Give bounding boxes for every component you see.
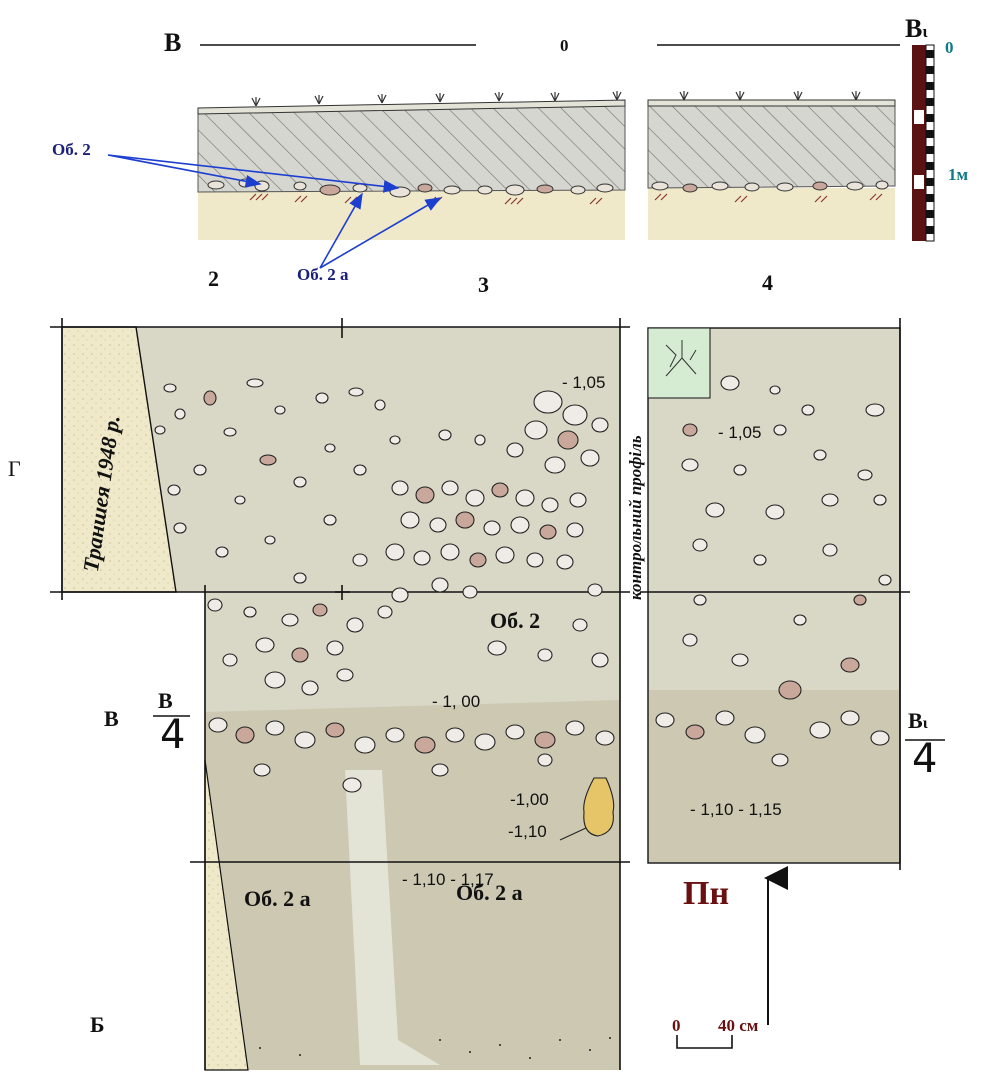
control-sketch-lines [665,340,697,377]
section-right-label: Вι [905,14,928,43]
ob2-section-label: Об. 2 [52,140,91,159]
ob2a-left-label: Об. 2 а [244,886,311,911]
scale-bar-zero: 0 [672,1016,681,1035]
profile-left-numerator: В [158,688,173,713]
plan-lower-band [205,700,620,1070]
section-stones [207,178,889,198]
control-sketch [647,327,711,399]
profile-left-denominator: 4 [160,712,186,758]
row-g-label: Г [8,456,21,481]
elevation-105-b: - 1,05 [718,423,762,442]
square4-lower-band [649,690,899,862]
hatched-layer-right [647,103,896,189]
turf-right [647,99,896,107]
elevation-110-vessel: -1,10 [508,822,547,841]
control-profile-label: контрольний профіль [626,435,645,600]
section-profile [107,44,935,269]
ob2-plan-label: Об. 2 [490,608,541,633]
profile-right-numerator: Вι [908,708,928,733]
square-3-label: 3 [478,272,489,297]
row-b-label: Б [90,1012,105,1037]
plan-scale-bar [676,1035,733,1049]
vertical-scale-bar [912,44,935,242]
sterile-layer-right [648,188,895,240]
vessel-find [559,777,615,841]
plan-light-stripe [345,770,440,1065]
scale-zero-label: 0 [945,38,954,57]
elevation-110-117: - 1,10 - 1,17 [402,870,494,889]
north-label: Пн [683,875,730,912]
elevation-105-a: - 1,05 [562,373,606,392]
plan-stones [154,375,892,793]
ob2a-section-label: Об. 2 а [297,265,349,284]
row-v-label: В [104,706,119,731]
profile-right-denominator: 4 [912,736,938,782]
scale-bar-label: 40 см [718,1016,759,1035]
ob2a-arrows [319,192,442,269]
ob2a-right-label: Об. 2 а [456,880,523,905]
grass-marks [251,91,861,107]
section-zero-label: 0 [560,36,569,55]
elevation-100: - 1, 00 [432,692,481,711]
elevation-100-vessel: -1,00 [510,790,549,809]
hatched-layer-left [197,103,626,193]
plan-dots [259,1037,611,1059]
elevation-110-115: - 1,10 - 1,15 [690,800,782,819]
plan-view [50,318,910,1071]
square-4-label: 4 [762,270,773,295]
ob2-arrows [107,154,400,193]
grid-lines [50,318,910,1070]
turf-left [197,99,626,115]
section-left-label: В [164,28,182,57]
square-2-label: 2 [208,266,219,291]
scale-one-meter-label: 1м [948,165,969,184]
